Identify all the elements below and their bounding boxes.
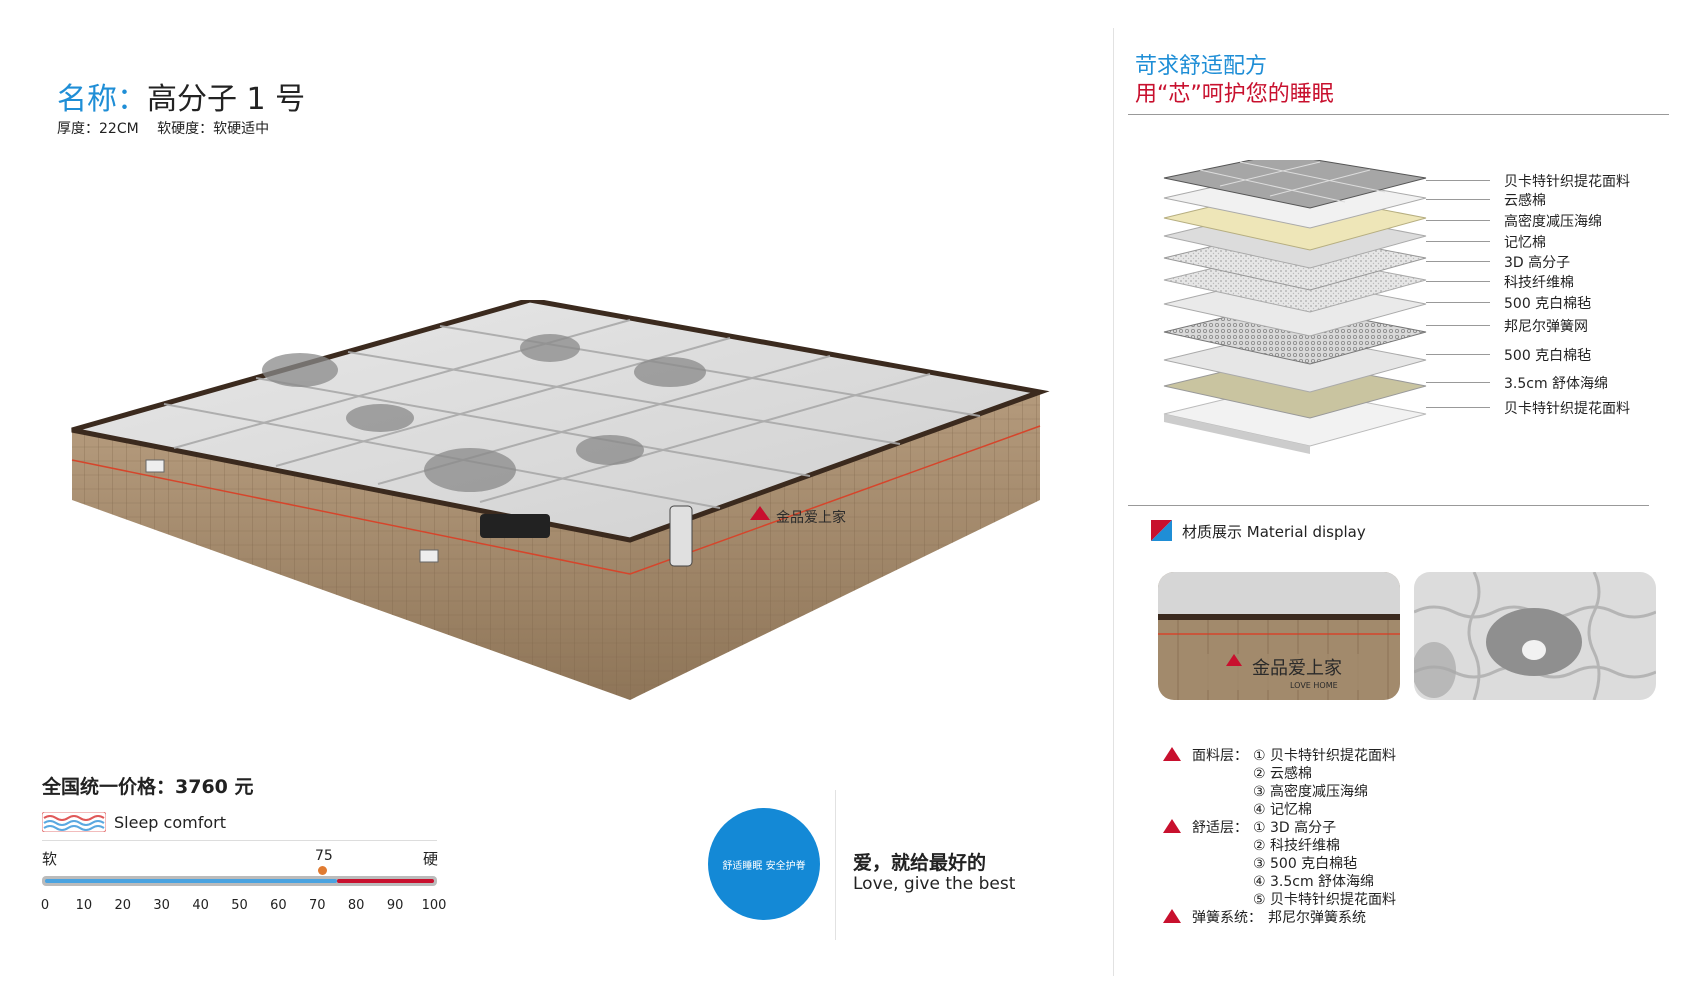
scale-fill-hard	[336, 879, 434, 883]
layer-leader	[1426, 325, 1490, 326]
face-layer-row: 面料层： ① 贝卡特针织提花面料	[1163, 745, 1603, 764]
triangle-bullet-icon	[1163, 909, 1181, 923]
scale-tick-label: 70	[309, 898, 326, 913]
scale-tick-label: 90	[386, 898, 404, 913]
layer-leader	[1426, 354, 1490, 355]
comfort-item: ④ 3.5cm 舒体海绵	[1253, 874, 1375, 890]
badge-text: 舒适睡眠 安全护脊	[722, 860, 806, 872]
comfort-wave-icon	[42, 812, 106, 832]
triangle-bullet-icon	[1163, 747, 1181, 761]
face-layer-row: ② 云感棉	[1163, 763, 1603, 782]
scale-tick-label: 40	[192, 898, 209, 913]
comfort-layer-row: ④ 3.5cm 舒体海绵	[1163, 871, 1603, 890]
scale-hard-label: 硬	[423, 850, 439, 868]
comfort-layer-label: 舒适层：	[1192, 820, 1248, 836]
face-layer-row: ④ 记忆棉	[1163, 799, 1603, 818]
svg-text:LOVE HOME: LOVE HOME	[1290, 681, 1338, 690]
slogan-divider	[835, 790, 836, 940]
formula-subheading: 用“芯”呵护您的睡眠	[1135, 82, 1334, 107]
scale-tick-label: 0	[40, 898, 50, 913]
comfort-item: ① 3D 高分子	[1253, 820, 1337, 836]
composition-list: 面料层： ① 贝卡特针织提花面料 ② 云感棉 ③ 高密度减压海绵 ④ 记忆棉 舒…	[1163, 745, 1603, 926]
comfort-layer-row: ② 科技纤维棉	[1163, 835, 1603, 854]
sleep-comfort-label: Sleep comfort	[114, 812, 226, 832]
price-label: 全国统一价格：3760 元	[42, 776, 254, 798]
face-layer-row: ③ 高密度减压海绵	[1163, 781, 1603, 800]
scale-tick-label: 10	[75, 898, 93, 913]
face-layer-label: 面料层：	[1192, 748, 1248, 764]
layer-label: 记忆棉	[1504, 235, 1546, 251]
comfort-item: ② 科技纤维棉	[1253, 838, 1341, 854]
comfort-layer-row: ③ 500 克白棉毡	[1163, 853, 1603, 872]
spring-item: 邦尼尔弹簧系统	[1268, 910, 1366, 926]
slogan-cn: 爱，就给最好的	[853, 852, 987, 874]
layer-stack-diagram	[1163, 160, 1427, 454]
product-name: 高分子 1 号	[147, 82, 306, 117]
material-display-title: 材质展示 Material display	[1182, 523, 1366, 541]
comfort-divider	[42, 840, 437, 841]
material-closeup-top	[1414, 572, 1656, 700]
product-title: 名称：高分子 1 号	[57, 74, 305, 118]
column-divider	[1113, 28, 1114, 976]
comfort-layer-row: ⑤ 贝卡特针织提花面料	[1163, 889, 1603, 908]
face-item: ① 贝卡特针织提花面料	[1253, 748, 1397, 764]
layer-label: 贝卡特针织提花面料	[1504, 401, 1630, 417]
product-specs: 厚度：22CM 软硬度：软硬适中	[57, 118, 283, 138]
scale-fill-soft	[45, 879, 337, 883]
face-item: ③ 高密度减压海绵	[1253, 784, 1369, 800]
svg-text:金品爱上家: 金品爱上家	[1252, 658, 1342, 679]
scale-tick-label: 20	[114, 898, 132, 913]
title-separator: ：	[117, 82, 147, 117]
layer-label: 贝卡特针织提花面料	[1504, 174, 1630, 190]
scale-tick-label: 100	[421, 898, 447, 913]
scale-tick-label: 80	[347, 898, 365, 913]
scale-value-label: 75	[315, 848, 333, 864]
triangle-bullet-icon	[1163, 819, 1181, 833]
layer-leader	[1426, 261, 1490, 262]
spring-system-row: 弹簧系统： 邦尼尔弹簧系统	[1163, 907, 1603, 926]
layer-leader	[1426, 382, 1490, 383]
thickness-spec: 厚度：22CM	[57, 121, 139, 137]
svg-text:金品爱上家: 金品爱上家	[776, 509, 846, 526]
layer-leader	[1426, 241, 1490, 242]
scale-marker-dot	[318, 866, 327, 875]
scale-ticks: 0 10 20 30 40 50 60 70 80 90 100	[37, 898, 447, 916]
softness-spec: 软硬度：软硬适中	[157, 121, 270, 137]
layer-label: 500 克白棉毡	[1504, 296, 1592, 312]
layer-leader	[1426, 220, 1490, 221]
title-label: 名称	[57, 82, 117, 117]
comfort-item: ⑤ 贝卡特针织提花面料	[1253, 892, 1397, 908]
material-section-icon	[1151, 520, 1172, 541]
firmness-scale-bar	[42, 876, 437, 886]
mattress-image: 金品爱上家	[71, 300, 1050, 700]
scale-tick-label: 30	[153, 898, 170, 913]
face-item: ② 云感棉	[1253, 766, 1313, 782]
comfort-item: ③ 500 克白棉毡	[1253, 856, 1358, 872]
scale-tick-label: 60	[270, 898, 287, 913]
layer-label: 高密度减压海绵	[1504, 214, 1602, 230]
section-rule	[1128, 505, 1649, 506]
layer-label: 云感棉	[1504, 193, 1546, 209]
layer-label: 3D 高分子	[1504, 255, 1571, 271]
slogan-en: Love, give the best	[853, 874, 1016, 894]
sleep-comfort-row: Sleep comfort	[42, 812, 226, 832]
layer-label: 邦尼尔弹簧网	[1504, 319, 1588, 335]
spring-system-label: 弹簧系统：	[1192, 910, 1262, 926]
face-item: ④ 记忆棉	[1253, 802, 1313, 818]
layer-label: 科技纤维棉	[1504, 275, 1574, 291]
heading-rule	[1128, 114, 1669, 115]
material-closeup-side: 金品爱上家 LOVE HOME	[1158, 572, 1400, 700]
layer-label: 3.5cm 舒体海绵	[1504, 376, 1609, 392]
layer-leader	[1426, 281, 1490, 282]
layer-leader	[1426, 199, 1490, 200]
slogan-badge: 舒适睡眠 安全护脊	[708, 808, 820, 920]
layer-leader	[1426, 407, 1490, 408]
layer-label: 500 克白棉毡	[1504, 348, 1592, 364]
scale-soft-label: 软	[42, 850, 58, 868]
layer-leader	[1426, 302, 1490, 303]
layer-leader	[1426, 180, 1490, 181]
comfort-layer-row: 舒适层： ① 3D 高分子	[1163, 817, 1603, 836]
formula-heading: 苛求舒适配方	[1135, 54, 1268, 79]
scale-tick-label: 50	[231, 898, 248, 913]
